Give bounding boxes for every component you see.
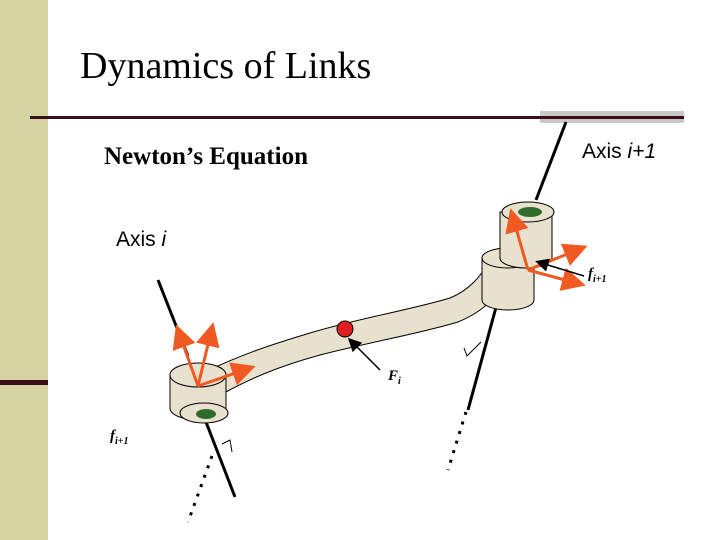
axis-i-prefix: Axis [116, 228, 162, 251]
force-right-sub: i+1 [593, 274, 607, 285]
frame-arrow-left-y [196, 322, 220, 387]
force-left-label: fi+1 [110, 428, 128, 447]
force-center-base: F [388, 368, 399, 384]
force-arrow-right [535, 258, 585, 277]
axis-i-plus-1-var: i+1 [627, 140, 657, 163]
sidebar-accent [0, 380, 48, 385]
force-center-label: Fi [388, 368, 401, 387]
slide-title: Dynamics of Links [80, 45, 372, 87]
frame-arrow-left-z [197, 362, 256, 388]
axis-i-dashed [186, 455, 214, 523]
force-left-sub: i+1 [115, 436, 129, 447]
force-right-label: fi+1 [588, 266, 606, 285]
sidebar-band [0, 0, 48, 540]
force-left-base: f [110, 428, 115, 444]
frame-arrow-left-x [172, 324, 200, 387]
axis-i-label: Axis i [116, 228, 166, 252]
axis-i-plus-1-line [534, 121, 568, 201]
title-rule [30, 116, 684, 119]
axis-i-var: i [161, 228, 167, 251]
force-arrow-center [347, 337, 381, 371]
axis-i-plus-1-dashed [446, 411, 468, 471]
force-right-base: f [588, 266, 593, 282]
force-center-sub: i [398, 376, 401, 387]
axis-i-plus-1-lower [466, 299, 500, 411]
slide-subtitle: Newton’s Equation [104, 143, 308, 170]
frame-arrow-right-y [527, 267, 586, 291]
center-of-mass [336, 320, 354, 338]
right-angle-marker-left [221, 439, 233, 453]
joint-i-plus-1 [481, 201, 555, 311]
right-angle-marker-right [463, 341, 482, 357]
link-body [204, 261, 506, 399]
axis-i-plus-1-label: Axis i+1 [582, 140, 656, 164]
joint-i [169, 362, 229, 424]
axis-i-lower [204, 421, 237, 498]
axis-i-plus-1-prefix: Axis [582, 140, 628, 163]
frame-arrow-right-z [505, 208, 530, 271]
